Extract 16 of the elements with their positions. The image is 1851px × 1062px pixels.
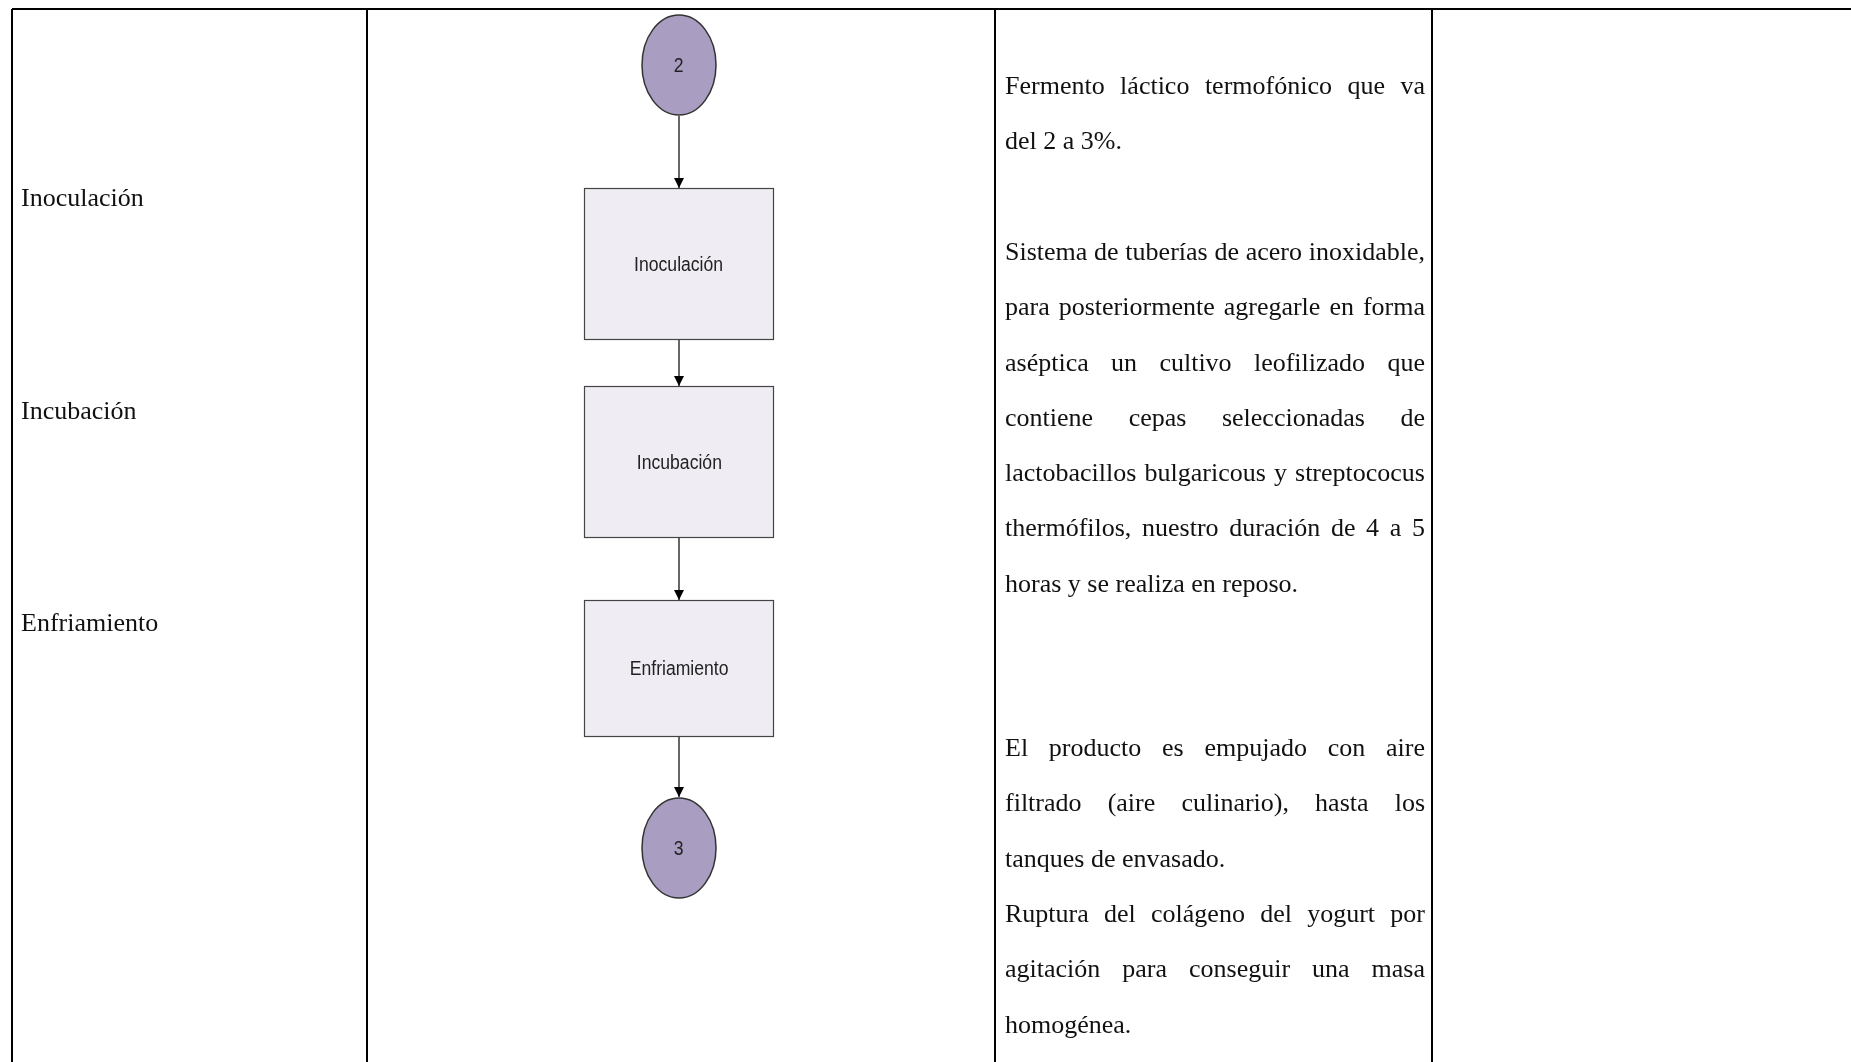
process-box: Inoculación: [584, 188, 774, 340]
arrow: [674, 339, 684, 387]
arrow: [674, 537, 684, 601]
arrow: [674, 115, 684, 189]
step-label: Incubación: [21, 396, 137, 426]
description-text: Fermento láctico termofónico que va del 2 a 3%.: [1005, 70, 1425, 158]
step-label: Enfriamiento: [21, 608, 159, 638]
connector-circle: 3: [641, 797, 717, 899]
description-text: Ruptura del colágeno del yogurt por agitación para conseguir una masa homogénea.: [1005, 898, 1425, 1041]
process-box: Incubación: [584, 386, 774, 538]
description-text: El producto es empujado con aire filtrado (aire culinario), hasta los tanques de envasado.: [1005, 732, 1425, 875]
process-box: Enfriamiento: [584, 600, 774, 737]
description-text: Sistema de tuberías de acero inoxidable, para posteriormente agregarle en forma aséptica un cultivo leofilizado que contiene cepas seleccionadas de lactobacillos bulgaricous y streptococus thermófilos, nuestro duración de 4 a 5 horas y se realiza en reposo.: [1005, 236, 1425, 600]
step-label: Inoculación: [21, 183, 144, 213]
arrow: [674, 736, 684, 798]
connector-circle: 2: [641, 14, 717, 116]
